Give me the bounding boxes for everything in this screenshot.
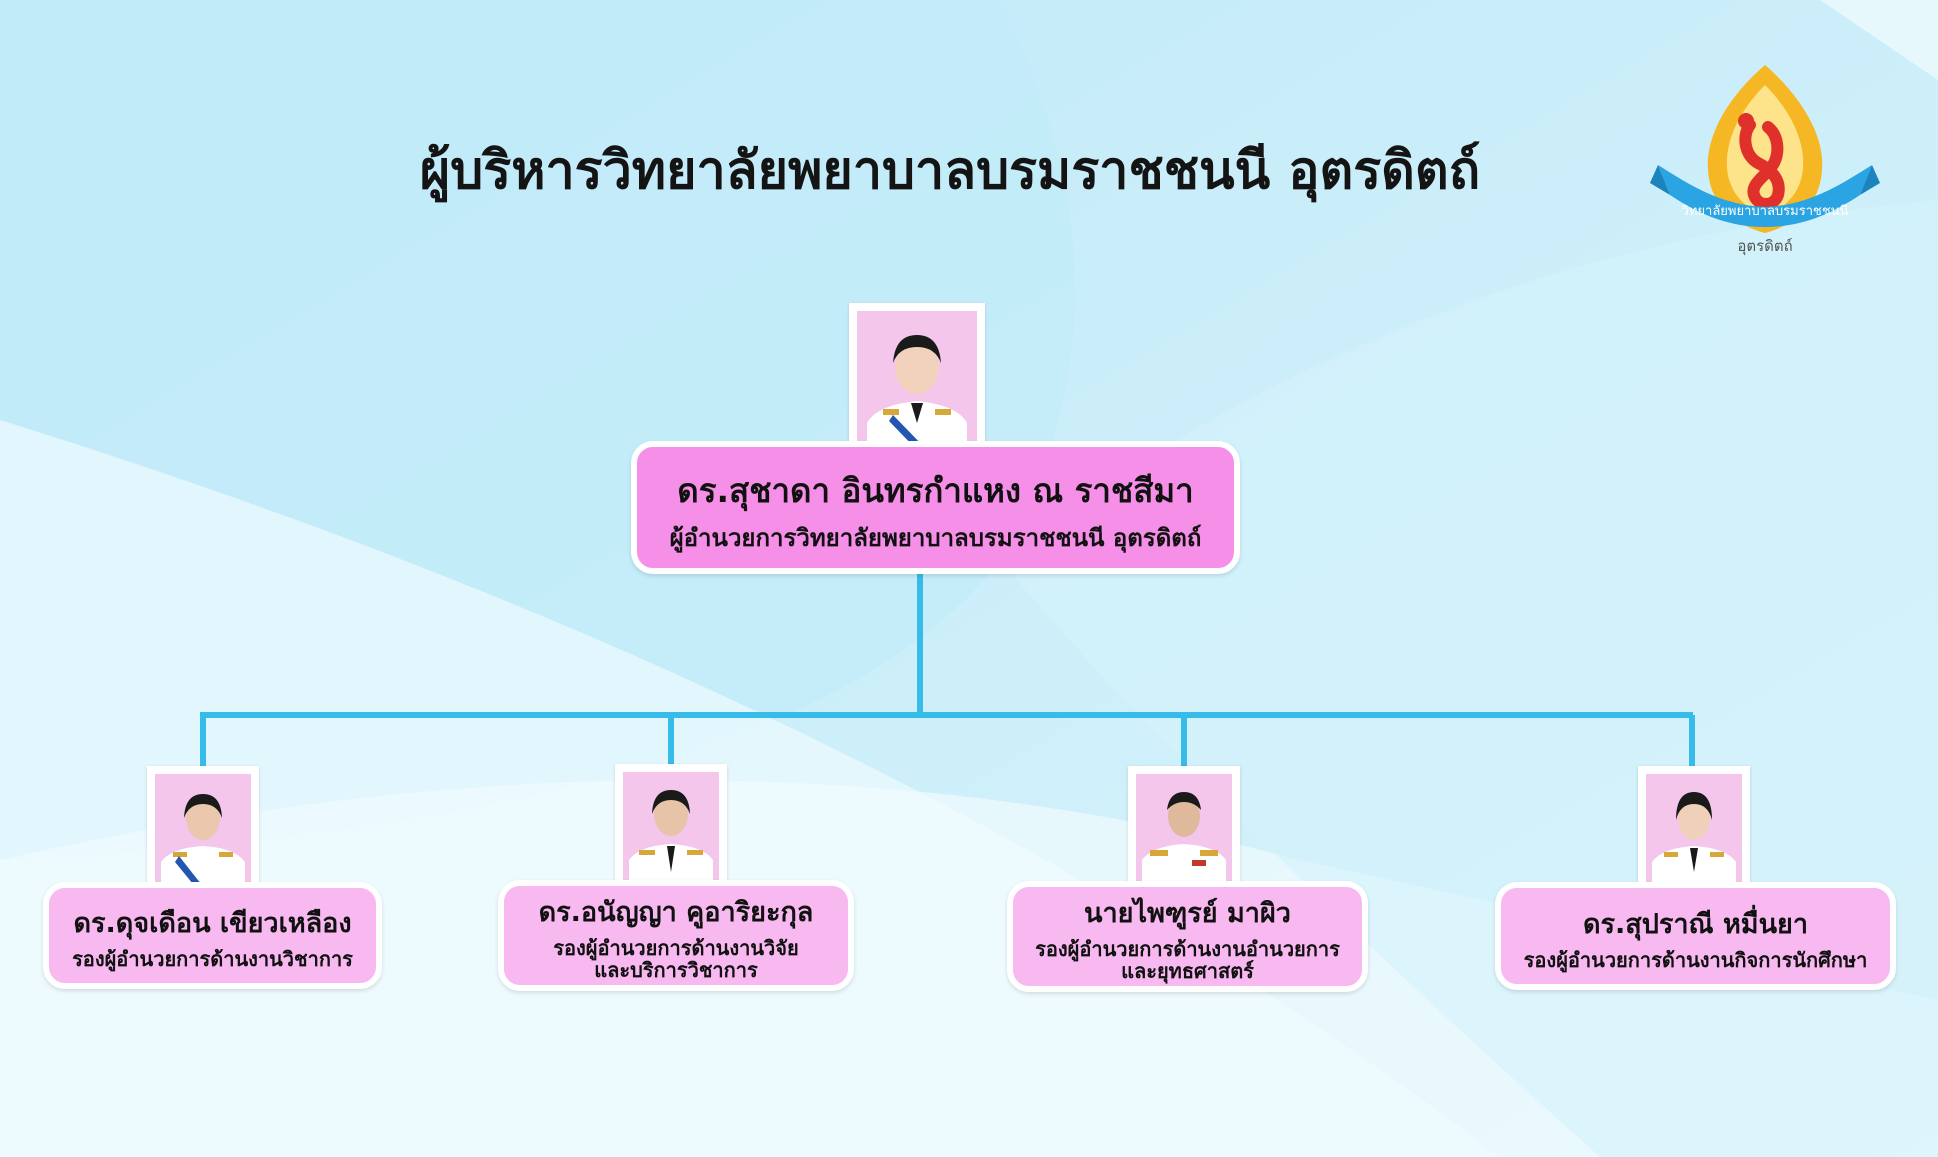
deputy-role-2: รองผู้อำนวยการด้านงานวิจัย และบริการวิชา… xyxy=(553,937,798,981)
deputy-role-2-line-1: รองผู้อำนวยการด้านงานวิจัย xyxy=(553,936,799,960)
deputy-card-2: ดร.อนัญญา คูอาริยะกุล รองผู้อำนวยการด้าน… xyxy=(498,880,854,991)
deputy-role-3-line-1: รองผู้อำนวยการด้านงานอำนวยการ xyxy=(1035,937,1340,961)
director-name: ดร.สุชาดา อินทรกำแหง ณ ราชสีมา xyxy=(677,470,1194,510)
deputy-card-1: ดร.ดุจเดือน เขียวเหลือง รองผู้อำนวยการด้… xyxy=(43,882,382,989)
college-logo: วิทยาลัยพยาบาลบรมราชชนนี xyxy=(1650,65,1880,233)
deputy-name-1: ดร.ดุจเดือน เขียวเหลือง xyxy=(73,908,352,939)
deputy-role-4: รองผู้อำนวยการด้านงานกิจการนักศึกษา xyxy=(1524,949,1868,971)
deputy-role-3: รองผู้อำนวยการด้านงานอำนวยการ และยุทธศาส… xyxy=(1035,938,1340,982)
deputy-card-3: นายไพฑูรย์ มาผิว รองผู้อำนวยการด้านงานอำ… xyxy=(1007,881,1368,992)
deputy-photo-4 xyxy=(1638,766,1750,892)
deputy-name-2: ดร.อนัญญา คูอาริยะกุล xyxy=(538,897,814,928)
page-title: ผู้บริหารวิทยาลัยพยาบาลบรมราชชนนี อุตรดิ… xyxy=(419,141,1481,201)
person-portrait-icon xyxy=(155,774,251,884)
deputy-photo-3 xyxy=(1128,766,1240,892)
person-portrait-icon xyxy=(1136,774,1232,884)
deputy-role-4-line-1: รองผู้อำนวยการด้านงานกิจการนักศึกษา xyxy=(1523,947,1868,972)
deputy-card-4: ดร.สุปราณี หมื่นยา รองผู้อำนวยการด้านงาน… xyxy=(1495,882,1896,990)
director-role-line: ผู้อำนวยการวิทยาลัยพยาบาลบรมราชชนนี อุตร… xyxy=(669,523,1202,552)
deputy-role-2-line-2: และบริการวิชาการ xyxy=(594,958,758,982)
deputy-photo-2 xyxy=(615,764,727,890)
director-photo xyxy=(849,303,985,458)
logo-ribbon-text: วิทยาลัยพยาบาลบรมราชชนนี xyxy=(1681,203,1849,219)
deputy-name-3: นายไพฑูรย์ มาผิว xyxy=(1084,898,1291,929)
person-portrait-icon xyxy=(623,772,719,882)
deputy-role-1: รองผู้อำนวยการด้านงานวิชาการ xyxy=(72,948,353,970)
person-portrait-icon xyxy=(857,311,977,450)
director-card: ดร.สุชาดา อินทรกำแหง ณ ราชสีมา ผู้อำนวยก… xyxy=(631,441,1240,574)
deputy-role-1-line-1: รองผู้อำนวยการด้านงานวิชาการ xyxy=(72,947,353,971)
person-portrait-icon xyxy=(1646,774,1742,884)
deputy-photo-1 xyxy=(147,766,259,892)
deputy-name-4: ดร.สุปราณี หมื่นยา xyxy=(1582,908,1809,940)
director-role: ผู้อำนวยการวิทยาลัยพยาบาลบรมราชชนนี อุตร… xyxy=(669,523,1202,552)
deputy-role-3-line-2: และยุทธศาสตร์ xyxy=(1121,959,1254,983)
logo-caption: อุตรดิตถ์ xyxy=(1737,237,1793,255)
